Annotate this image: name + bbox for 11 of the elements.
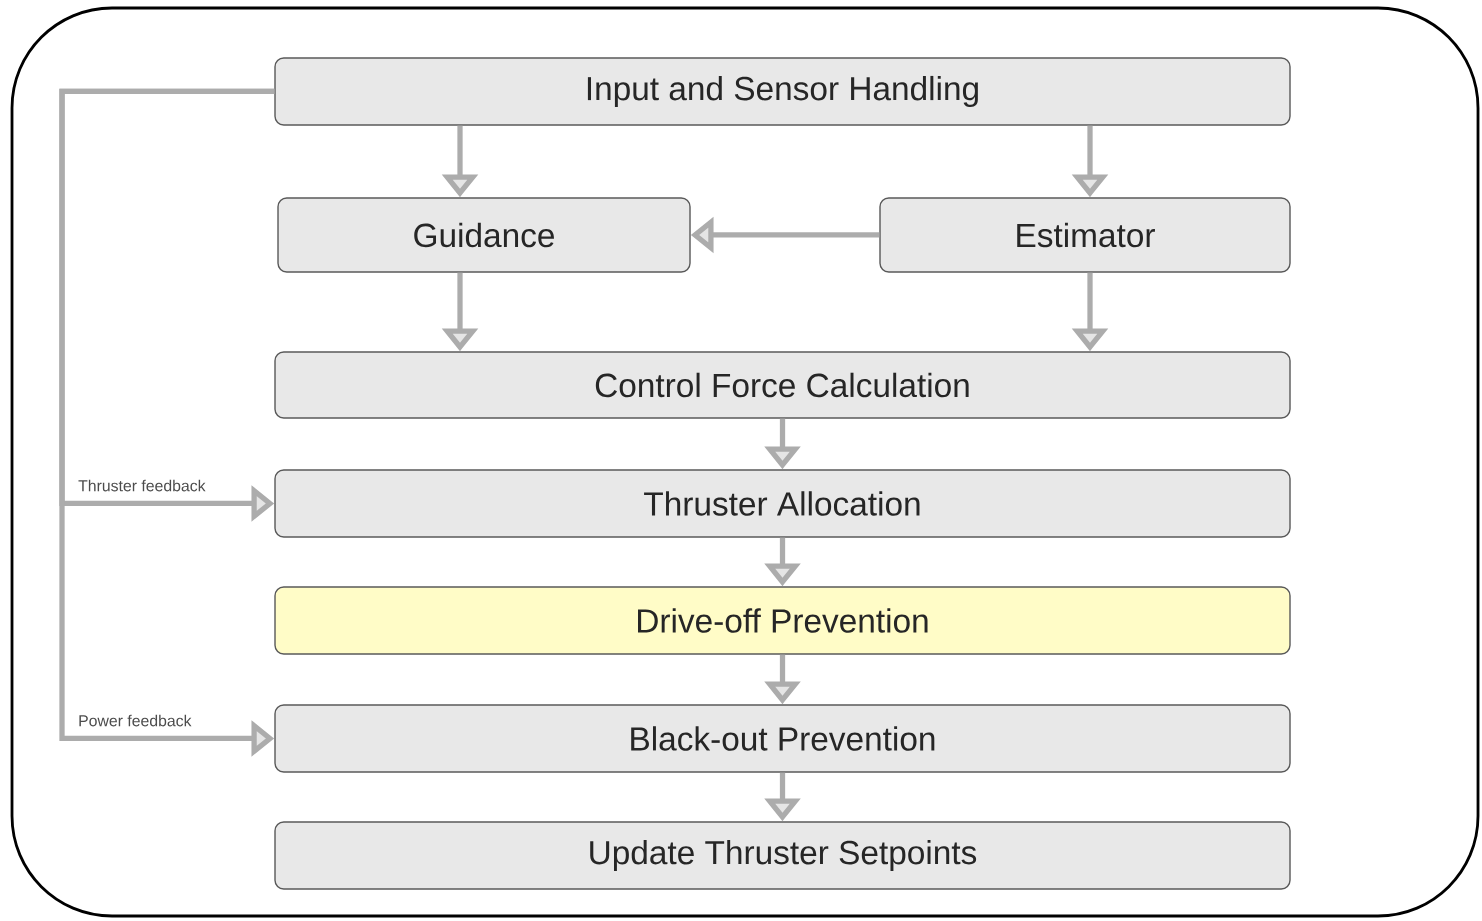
process-box: Update Thruster Setpoints xyxy=(274,821,1291,890)
process-box: Drive-off Prevention xyxy=(274,586,1291,655)
process-box: Guidance xyxy=(277,197,691,273)
edge-label: Thruster feedback xyxy=(76,478,208,494)
process-box: Estimator xyxy=(879,197,1291,273)
process-box: Black-out Prevention xyxy=(274,704,1291,773)
process-box: Control Force Calculation xyxy=(274,351,1291,419)
process-box: Thruster Allocation xyxy=(274,469,1291,538)
frame xyxy=(10,6,1480,918)
process-box: Input and Sensor Handling xyxy=(274,57,1291,126)
edge-label: Power feedback xyxy=(76,713,194,729)
